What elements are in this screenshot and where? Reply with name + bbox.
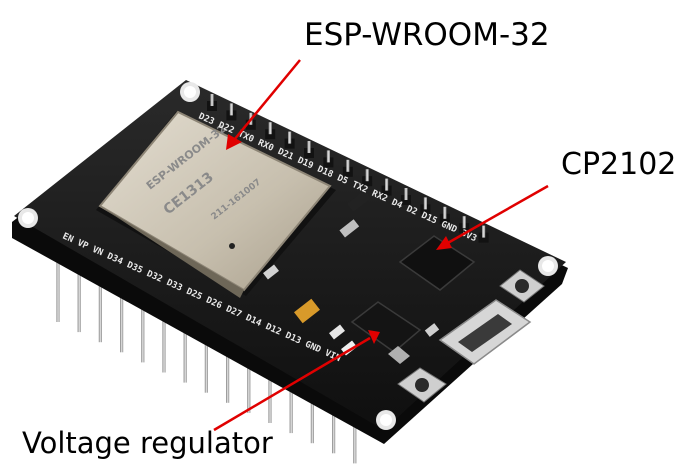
header-pin	[385, 178, 389, 191]
micro-usb-port	[438, 299, 532, 365]
header-pin	[247, 340, 251, 413]
cp2102-chip	[398, 235, 476, 291]
header-pin	[56, 250, 60, 322]
header-pin	[210, 94, 214, 106]
callout-arrows	[213, 59, 549, 432]
smd-components	[263, 190, 440, 356]
header-pin	[404, 188, 408, 200]
header-pin	[423, 197, 427, 210]
header-pin	[226, 330, 230, 403]
header-pin	[482, 225, 486, 238]
header-pin	[365, 169, 369, 182]
mounting-holes	[18, 82, 558, 430]
boot-button	[499, 269, 545, 303]
header-pin	[204, 320, 208, 393]
callout-cp2102: CP2102	[561, 147, 677, 182]
header-pin	[288, 131, 292, 144]
header-pin	[98, 270, 102, 343]
header-pin	[141, 290, 145, 363]
en-button	[397, 367, 447, 403]
esp-module: ESP-WROOM-32 CE1313 211-161007	[96, 110, 336, 298]
header-pin	[326, 150, 330, 163]
header-pin	[120, 280, 124, 353]
header-pin	[332, 381, 336, 454]
header-pin	[268, 122, 272, 135]
header-pin	[307, 141, 311, 153]
header-pin	[443, 206, 447, 219]
header-pin	[162, 300, 166, 373]
header-pin	[310, 371, 314, 444]
callout-esp-wroom-32: ESP-WROOM-32	[304, 17, 550, 53]
header-pin	[229, 103, 233, 116]
header-pin	[77, 260, 81, 333]
top-header-pins	[207, 94, 489, 243]
header-pin	[289, 361, 293, 434]
voltage-regulator	[350, 301, 422, 364]
callout-voltage-regulator: Voltage regulator	[22, 426, 273, 460]
header-pin	[462, 216, 466, 229]
header-pin	[346, 159, 350, 172]
header-pin	[268, 351, 272, 423]
header-pin	[183, 310, 187, 383]
